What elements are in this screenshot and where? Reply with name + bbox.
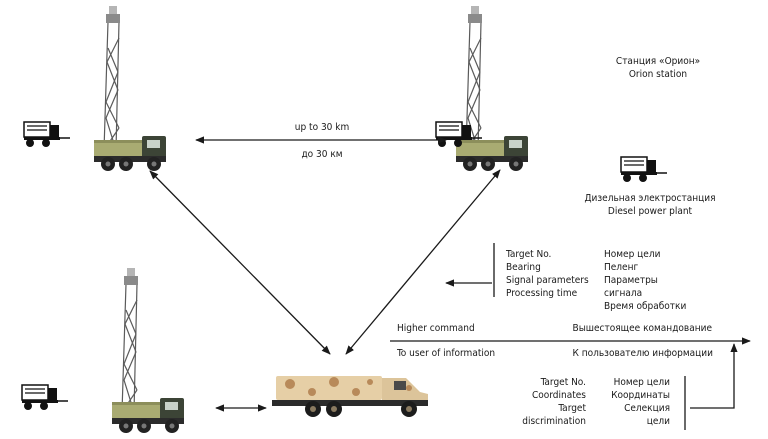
output-item-ru: Номер цели	[604, 249, 661, 260]
input-item-ru: Координаты	[611, 390, 670, 401]
input-item: Target No.	[540, 377, 586, 388]
power-legend-en: Diesel power plant	[607, 206, 693, 217]
power-plant-bottom-left	[21, 384, 69, 411]
higher-command-ru: Вышестоящее командование	[572, 323, 712, 334]
right-link-arrow	[345, 169, 501, 355]
output-item-ru: сигнала	[604, 288, 643, 299]
station-legend-ru: Станция «Орион»	[615, 56, 701, 67]
left-link-arrow	[149, 170, 331, 355]
orion-station-top-left	[93, 5, 167, 172]
input-item-ru: Селекция	[624, 403, 670, 414]
output-item: Signal parameters	[506, 275, 589, 286]
distance-label-ru: до 30 км	[301, 149, 343, 160]
higher-command-en: Higher command	[397, 323, 475, 334]
input-item-ru: цели	[646, 416, 670, 427]
user-info-en: To user of information	[397, 348, 496, 359]
input-item: Target	[558, 403, 586, 414]
station-legend-en: Orion station	[628, 69, 688, 80]
output-item-ru: Время обработки	[604, 301, 687, 312]
output-item: Target No.	[506, 249, 552, 260]
input-item: Coordinates	[532, 390, 586, 401]
processing-center-truck	[272, 376, 428, 417]
input-data-arrow	[690, 343, 738, 409]
output-item-ru: Пеленг	[604, 262, 639, 273]
user-info-ru: К пользователю информации	[572, 348, 714, 359]
orion-station-bottom-left	[111, 267, 185, 434]
distance-label-en: up to 30 km	[294, 122, 350, 133]
power-plant-legend-icon	[620, 156, 668, 183]
output-item-ru: Параметры	[604, 275, 658, 286]
input-item: discrimination	[522, 416, 586, 427]
output-item: Bearing	[506, 262, 541, 273]
output-item: Processing time	[506, 288, 578, 299]
power-plant-top-left	[23, 121, 71, 148]
orion-station-top-right	[455, 5, 529, 172]
power-legend-ru: Дизельная электростанция	[584, 193, 716, 204]
input-item-ru: Номер цели	[613, 377, 670, 388]
